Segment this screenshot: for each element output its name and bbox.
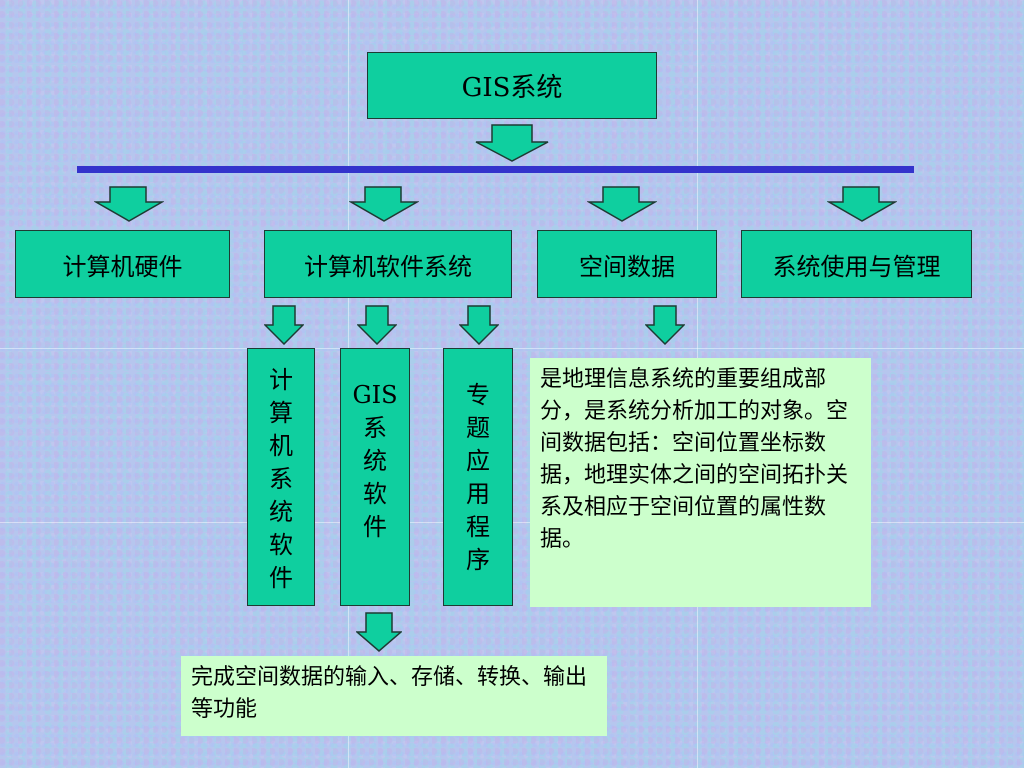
vertical-char: 系 xyxy=(363,414,387,442)
vertical-char: 机 xyxy=(269,432,293,460)
node-label: 计算机硬件 xyxy=(62,252,183,281)
node-gis-system-software: GIS 系 统 软 件 xyxy=(340,348,410,606)
vertical-char: 程 xyxy=(466,513,490,541)
vertical-char: 序 xyxy=(466,546,490,574)
down-arrow-icon xyxy=(827,186,897,222)
vertical-char: 件 xyxy=(363,513,387,541)
down-arrow-icon xyxy=(357,305,397,345)
spatial-data-note: 是地理信息系统的重要组成部分，是系统分析加工的对象。空间数据包括：空间位置坐标数… xyxy=(530,358,871,607)
vertical-char: 统 xyxy=(363,447,387,475)
connector-bar xyxy=(77,166,914,173)
vertical-char: 题 xyxy=(466,414,490,442)
vertical-char: 统 xyxy=(269,498,293,526)
spatial-data-note-text: 是地理信息系统的重要组成部分，是系统分析加工的对象。空间数据包括：空间位置坐标数… xyxy=(540,367,849,552)
node-computer-system-software: 计 算 机 系 统 软 件 xyxy=(247,348,315,606)
node-computer-software-system: 计算机软件系统 xyxy=(264,230,512,298)
node-spatial-data: 空间数据 xyxy=(537,230,717,298)
down-arrow-icon xyxy=(264,305,304,345)
down-arrow-icon xyxy=(356,612,402,652)
down-arrow-icon xyxy=(587,186,657,222)
down-arrow-icon xyxy=(349,186,419,222)
node-label: 系统使用与管理 xyxy=(772,252,941,281)
vertical-char: GIS xyxy=(352,381,398,409)
vertical-char: 系 xyxy=(269,465,293,493)
root-node-label: GIS系统 xyxy=(461,73,563,103)
node-application-program: 专 题 应 用 程 序 xyxy=(443,348,513,606)
vertical-char: 计 xyxy=(269,366,293,394)
down-arrow-icon xyxy=(475,124,549,162)
node-label: 计算机软件系统 xyxy=(304,252,472,281)
gis-software-function-note: 完成空间数据的输入、存储、转换、输出等功能 xyxy=(181,656,607,736)
node-system-use-management: 系统使用与管理 xyxy=(741,230,972,298)
down-arrow-icon xyxy=(459,305,499,345)
vertical-char: 用 xyxy=(466,480,490,508)
gis-software-function-note-text: 完成空间数据的输入、存储、转换、输出等功能 xyxy=(191,665,588,722)
vertical-char: 算 xyxy=(269,399,293,427)
vertical-char: 件 xyxy=(269,564,293,592)
node-computer-hardware: 计算机硬件 xyxy=(15,230,230,298)
down-arrow-icon xyxy=(94,186,164,222)
down-arrow-icon xyxy=(645,305,685,345)
root-node-gis-system: GIS系统 xyxy=(367,52,657,119)
vertical-char: 软 xyxy=(363,480,387,508)
vertical-char: 应 xyxy=(466,447,490,475)
node-label: 空间数据 xyxy=(579,252,675,281)
vertical-char: 专 xyxy=(466,381,490,409)
vertical-char: 软 xyxy=(269,531,293,559)
